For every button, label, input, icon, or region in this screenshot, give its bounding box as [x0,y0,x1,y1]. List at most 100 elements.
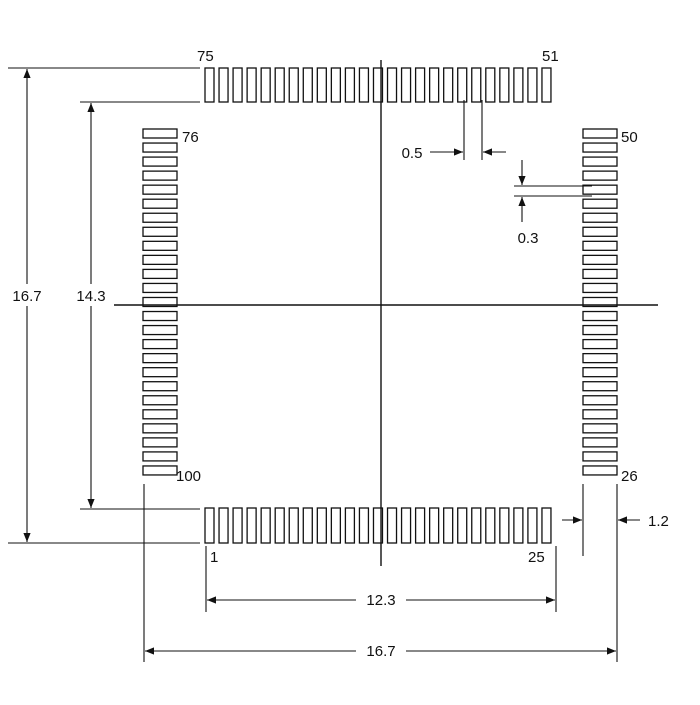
pad-right [582,296,618,308]
pad-right [582,240,618,251]
pad-right [582,142,618,153]
pad-left [142,212,178,223]
pad-top [414,67,426,103]
pad-top [471,67,482,103]
left-pad-column [142,128,178,476]
pad-bottom [400,507,412,544]
pad-top [302,67,313,103]
pad-right [582,184,618,195]
pad-top [316,67,327,103]
pad-left [142,142,178,153]
pad-right [582,128,618,139]
pad-top [400,67,412,103]
pad-left [142,324,178,336]
pad-right [582,282,618,294]
pad-left [142,352,178,364]
pad-top [485,67,496,103]
pad-bottom [204,507,215,544]
pad-right [582,409,618,420]
pad-bottom [344,507,356,544]
pad-top [246,67,257,103]
pad-right [582,423,618,434]
pin-label-100: 100 [176,468,201,485]
pad-top [260,67,271,103]
pin-label-1: 1 [210,549,218,566]
pad-left [142,296,178,308]
pad-top [527,67,538,103]
pad-right [582,310,618,322]
pad-bottom [246,507,257,544]
dim-label-bg [6,284,50,306]
pad-bottom [457,507,468,544]
pad-bottom [274,507,285,544]
pad-left [142,170,178,181]
dim-label-inner-vertical: 14.3 [76,288,105,305]
pad-bottom [218,507,229,544]
pad-left [142,226,178,237]
pad-right [582,324,618,336]
pad-left [142,409,178,420]
pad-bottom [541,507,552,544]
pad-top [541,67,552,103]
dim-label-bg [356,640,406,662]
pad-left [142,198,178,209]
pad-top [288,67,299,103]
pad-bottom [316,507,327,544]
pad-top [232,67,243,103]
pad-right [582,212,618,223]
top-pad-row [204,67,552,103]
pin-label-26: 26 [621,468,638,485]
pad-left [142,268,178,280]
pad-bottom [372,507,384,544]
pad-bottom [471,507,482,544]
pad-right [582,198,618,209]
dim-label-pad-pitch: 0.5 [402,145,423,162]
pad-bottom [443,507,454,544]
pad-right [582,226,618,237]
pad-left [142,156,178,167]
pad-right [582,352,618,364]
pad-left [142,310,178,322]
pad-top [443,67,454,103]
right-pad-column [582,128,618,476]
pad-right [582,367,618,378]
pad-right [582,156,618,167]
pad-top [218,67,229,103]
pad-left [142,465,178,476]
pad-bottom [527,507,538,544]
dim-label-pad-length: 1.2 [648,513,669,530]
pad-top [457,67,468,103]
pad-right [582,395,618,406]
pad-bottom [485,507,496,544]
pad-top [344,67,356,103]
pad-top [428,67,440,103]
pad-bottom [513,507,524,544]
pad-left [142,254,178,266]
pad-bottom [302,507,313,544]
pad-left [142,451,178,462]
pad-bottom [260,507,271,544]
pad-top [204,67,215,103]
pad-right [582,381,618,392]
pad-right [582,451,618,462]
dim-label-outer-horizontal: 16.7 [366,643,395,660]
pad-top [330,67,342,103]
pad-bottom [414,507,426,544]
pin-label-25: 25 [528,549,545,566]
pad-left [142,437,178,448]
dim-label-bg [356,589,406,611]
pad-top [499,67,510,103]
pad-bottom [330,507,342,544]
pin-label-76: 76 [182,129,199,146]
pad-left [142,423,178,434]
dim-label-inner-horizontal: 12.3 [366,592,395,609]
pad-bottom [386,507,398,544]
pin-label-51: 51 [542,48,559,65]
pad-bottom [499,507,510,544]
pad-left [142,240,178,251]
pad-left [142,184,178,195]
pin-label-50: 50 [621,129,638,146]
pad-right [582,465,618,476]
